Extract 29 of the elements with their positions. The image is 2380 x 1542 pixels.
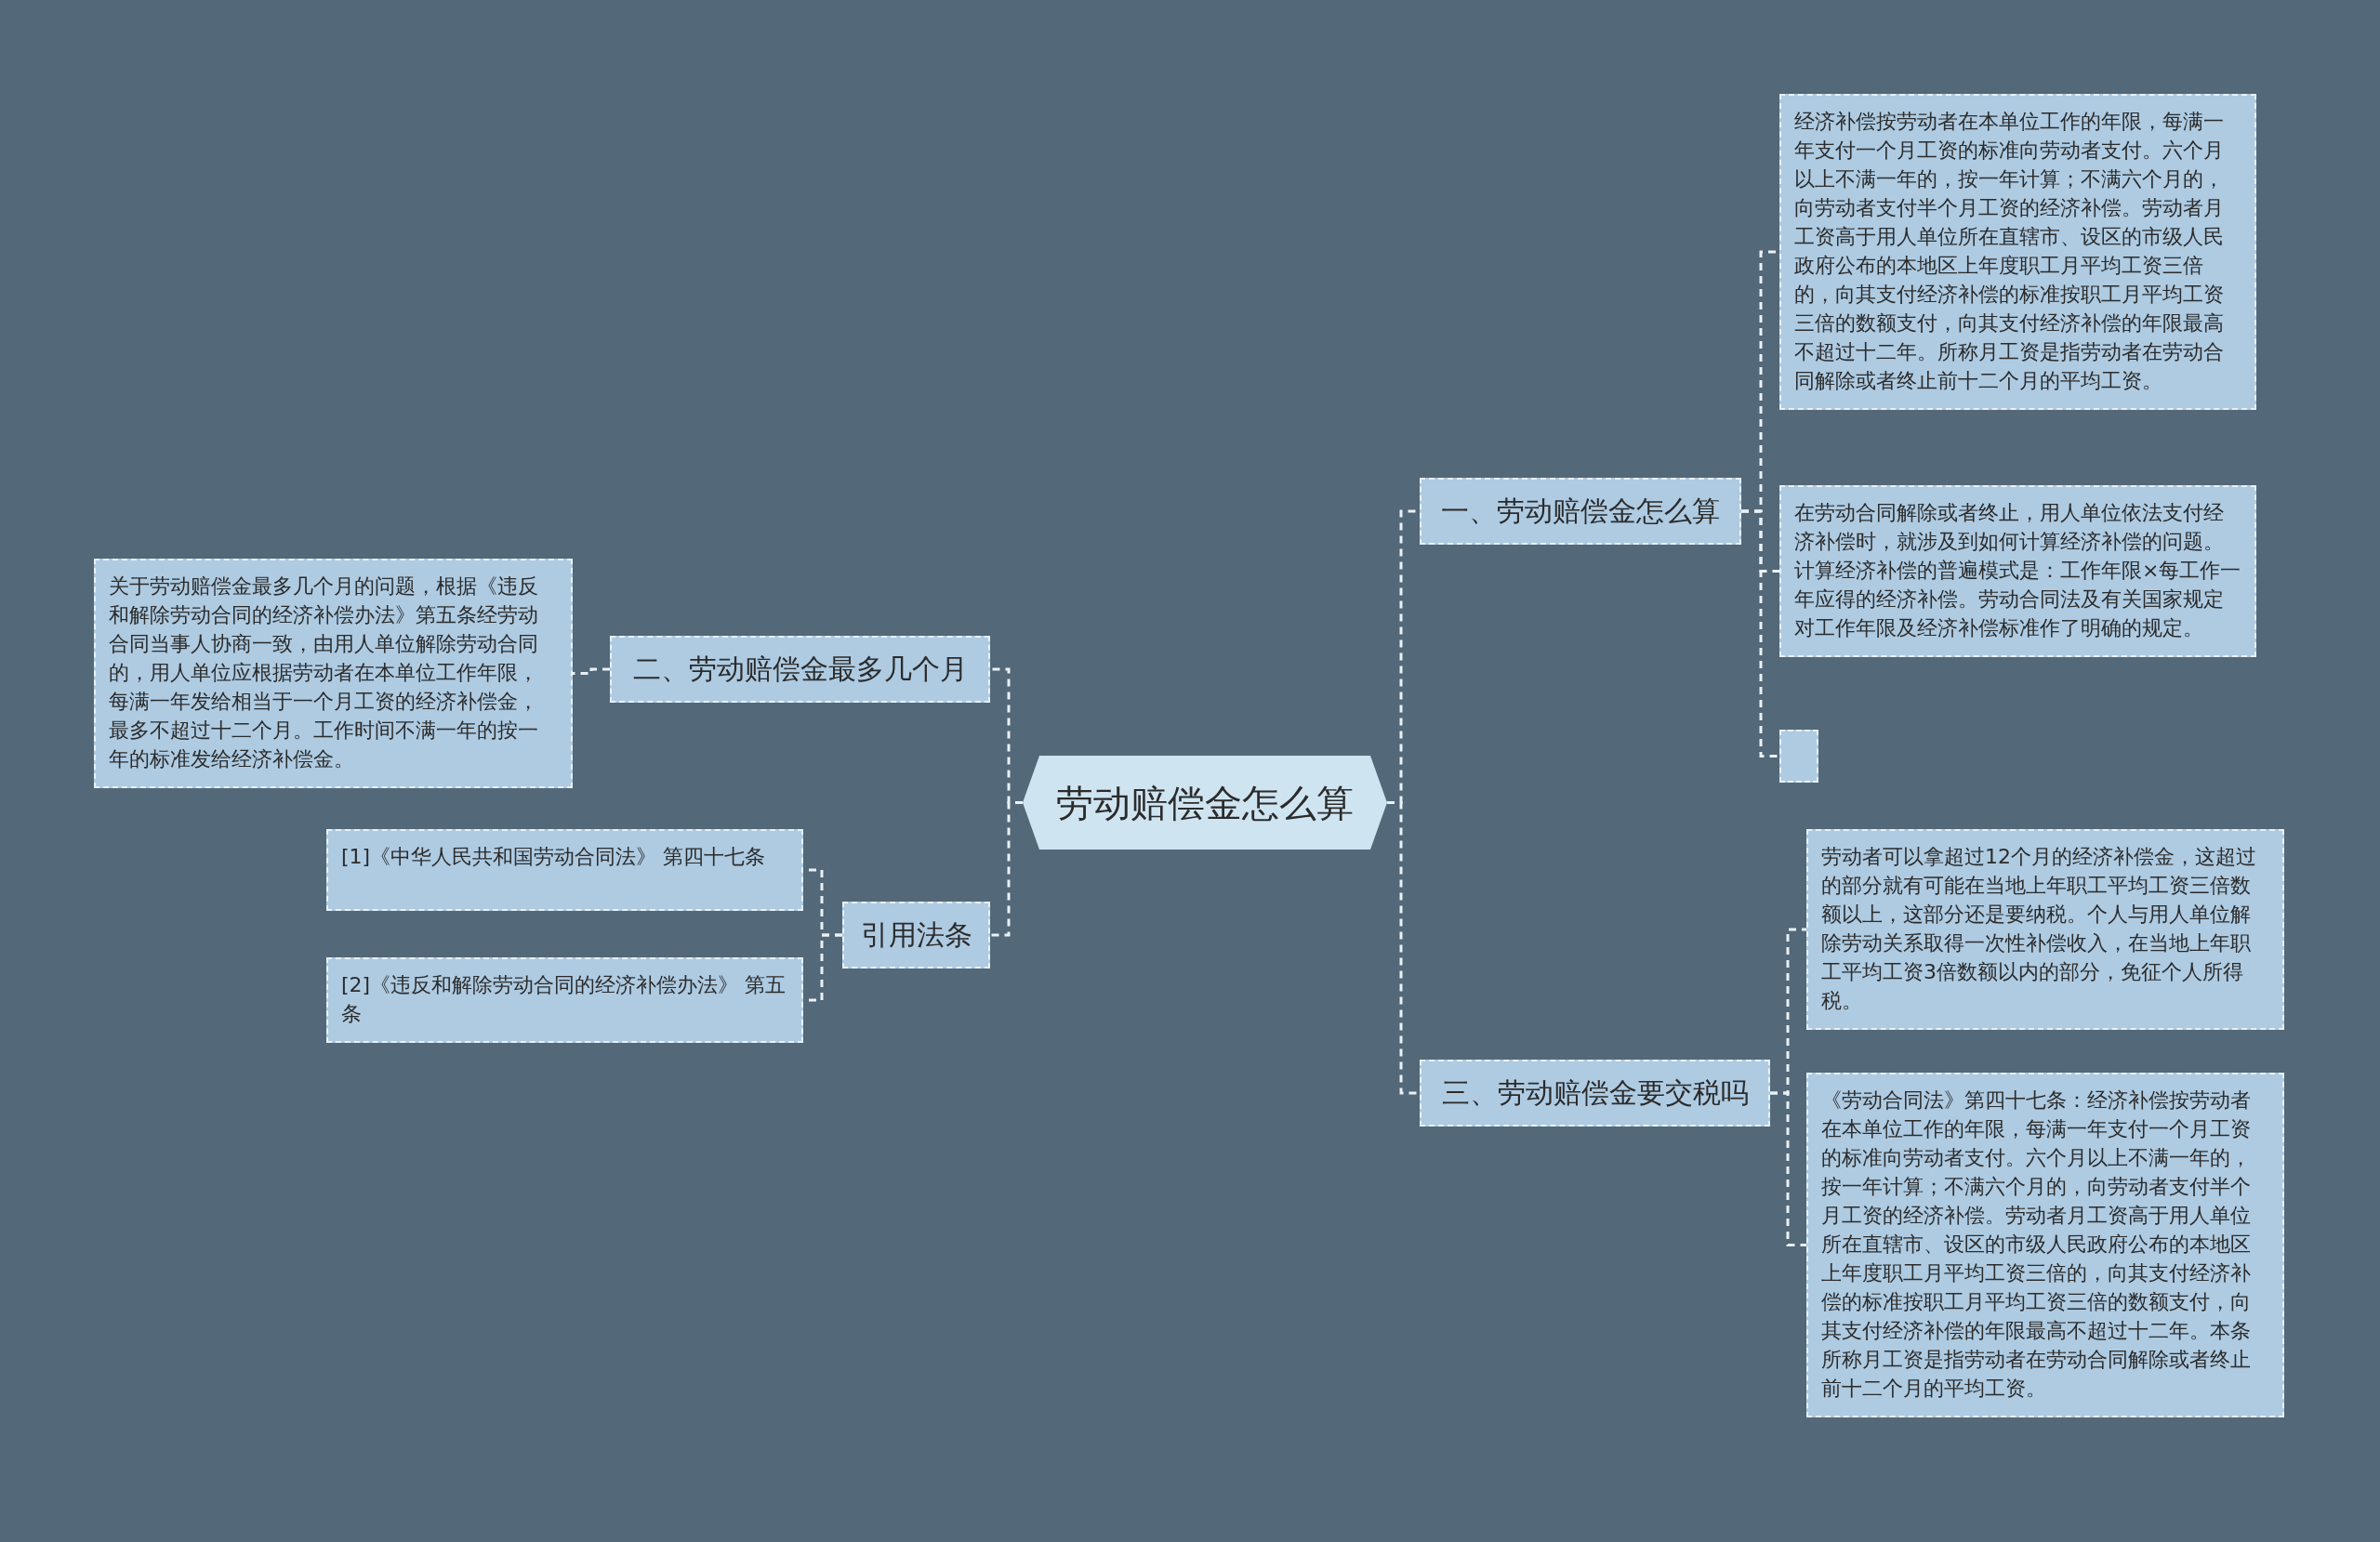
topic-box [610,636,990,703]
connector-line [1770,1091,1806,1246]
text-box [1806,829,2284,1030]
text-box [1779,485,2256,657]
topic-label: 一、劳动赔偿金怎么算 [1441,494,1720,527]
topic-label: 三、劳动赔偿金要交税吗 [1441,1076,1749,1109]
topic-label: 二、劳动赔偿金最多几个月 [632,652,968,685]
connector-line [1741,509,1779,758]
paragraph: 在劳动合同解除或者终止，用人单位依法支付经济补偿时，就涉及到如何计算经济补偿的问题。计算经济补偿的普遍模式是：工作年限×每工作一年应得的经济补偿。劳动合同法及有关国家规定对工作年限及经济补偿标准作了明确的规定。 [1794,501,2241,639]
paragraph: 经济补偿按劳动者在本单位工作的年限，每满一年支付一个月工资的标准向劳动者支付。六个月以上不满一年的，按一年计算；不满六个月的，向劳动者支付半个月工资的经济补偿。劳动者月工资高于用人单位所在直辖市、设区的市级人民政府公布的本地区上年度职工月平均工资三倍的，向其支付经济补偿的标准按职工月平均工资三倍的数额支付，向其支付经济补偿的年限最高不超过十二年。所称月工资是指劳动者在劳动合同解除或者终止前十二个月的平均工资。 [1794,110,2224,392]
paragraph: 关于劳动赔偿金最多几个月的问题，根据《违反和解除劳动合同的经济补偿办法》第五条经劳动合同当事人协商一致，由用人单位解除劳动合同的，用人单位应根据劳动者在本单位工作年限，每满一年发给相当于一个月工资的经济补偿金，最多不超过十二个月。工作时间不满一年的按一年的标准发给经济补偿金。 [109,574,538,771]
paragraph: 劳动者可以拿超过12个月的经济补偿金，这超过的部分就有可能在当地上年职工平均工资三倍数额以上，这部分还是要纳税。个人与用人单位解除劳动关系取得一次性补偿收入，在当地上年职工平均工资3倍数额以内的部分，免征个人所得税。 [1821,845,2256,1012]
paragraph: [2]《违反和解除劳动合同的经济补偿办法》 第五条 [341,973,787,1025]
text-box [326,957,803,1043]
paragraph: 《劳动合同法》第四十七条：经济补偿按劳动者在本单位工作的年限，每满一年支付一个月工资的标准向劳动者支付。六个月以上不满一年的，按一年计算；不满六个月的，向劳动者支付半个月工资的经济补偿。劳动者月工资高于用人单位所在直辖市、设区的市级人民政府公布的本地区上年度职工月平均工资三倍的，向其支付经济补偿的标准按职工月平均工资三倍的数额支付，向其支付经济补偿的年限最高不超过十二年。本条所称月工资是指劳动者在劳动合同解除或者终止前十二个月的平均工资。 [1821,1088,2251,1400]
text-box [1779,94,2256,410]
topic-box [842,902,990,969]
connector-line [573,667,610,675]
text-box [94,559,573,788]
empty-box [1779,730,1818,783]
text-box [326,829,803,911]
topic-box [1420,1060,1770,1127]
connector-line [990,801,1023,937]
text-box [1806,1073,2284,1417]
connector-line [1387,801,1420,1095]
topic-box [1420,478,1741,545]
topic-label: 引用法条 [860,918,972,951]
central-topic: 劳动赔偿金怎么算 [1056,780,1354,825]
paragraph: [1]《中华人民共和国劳动合同法》 第四十七条 [341,845,766,868]
